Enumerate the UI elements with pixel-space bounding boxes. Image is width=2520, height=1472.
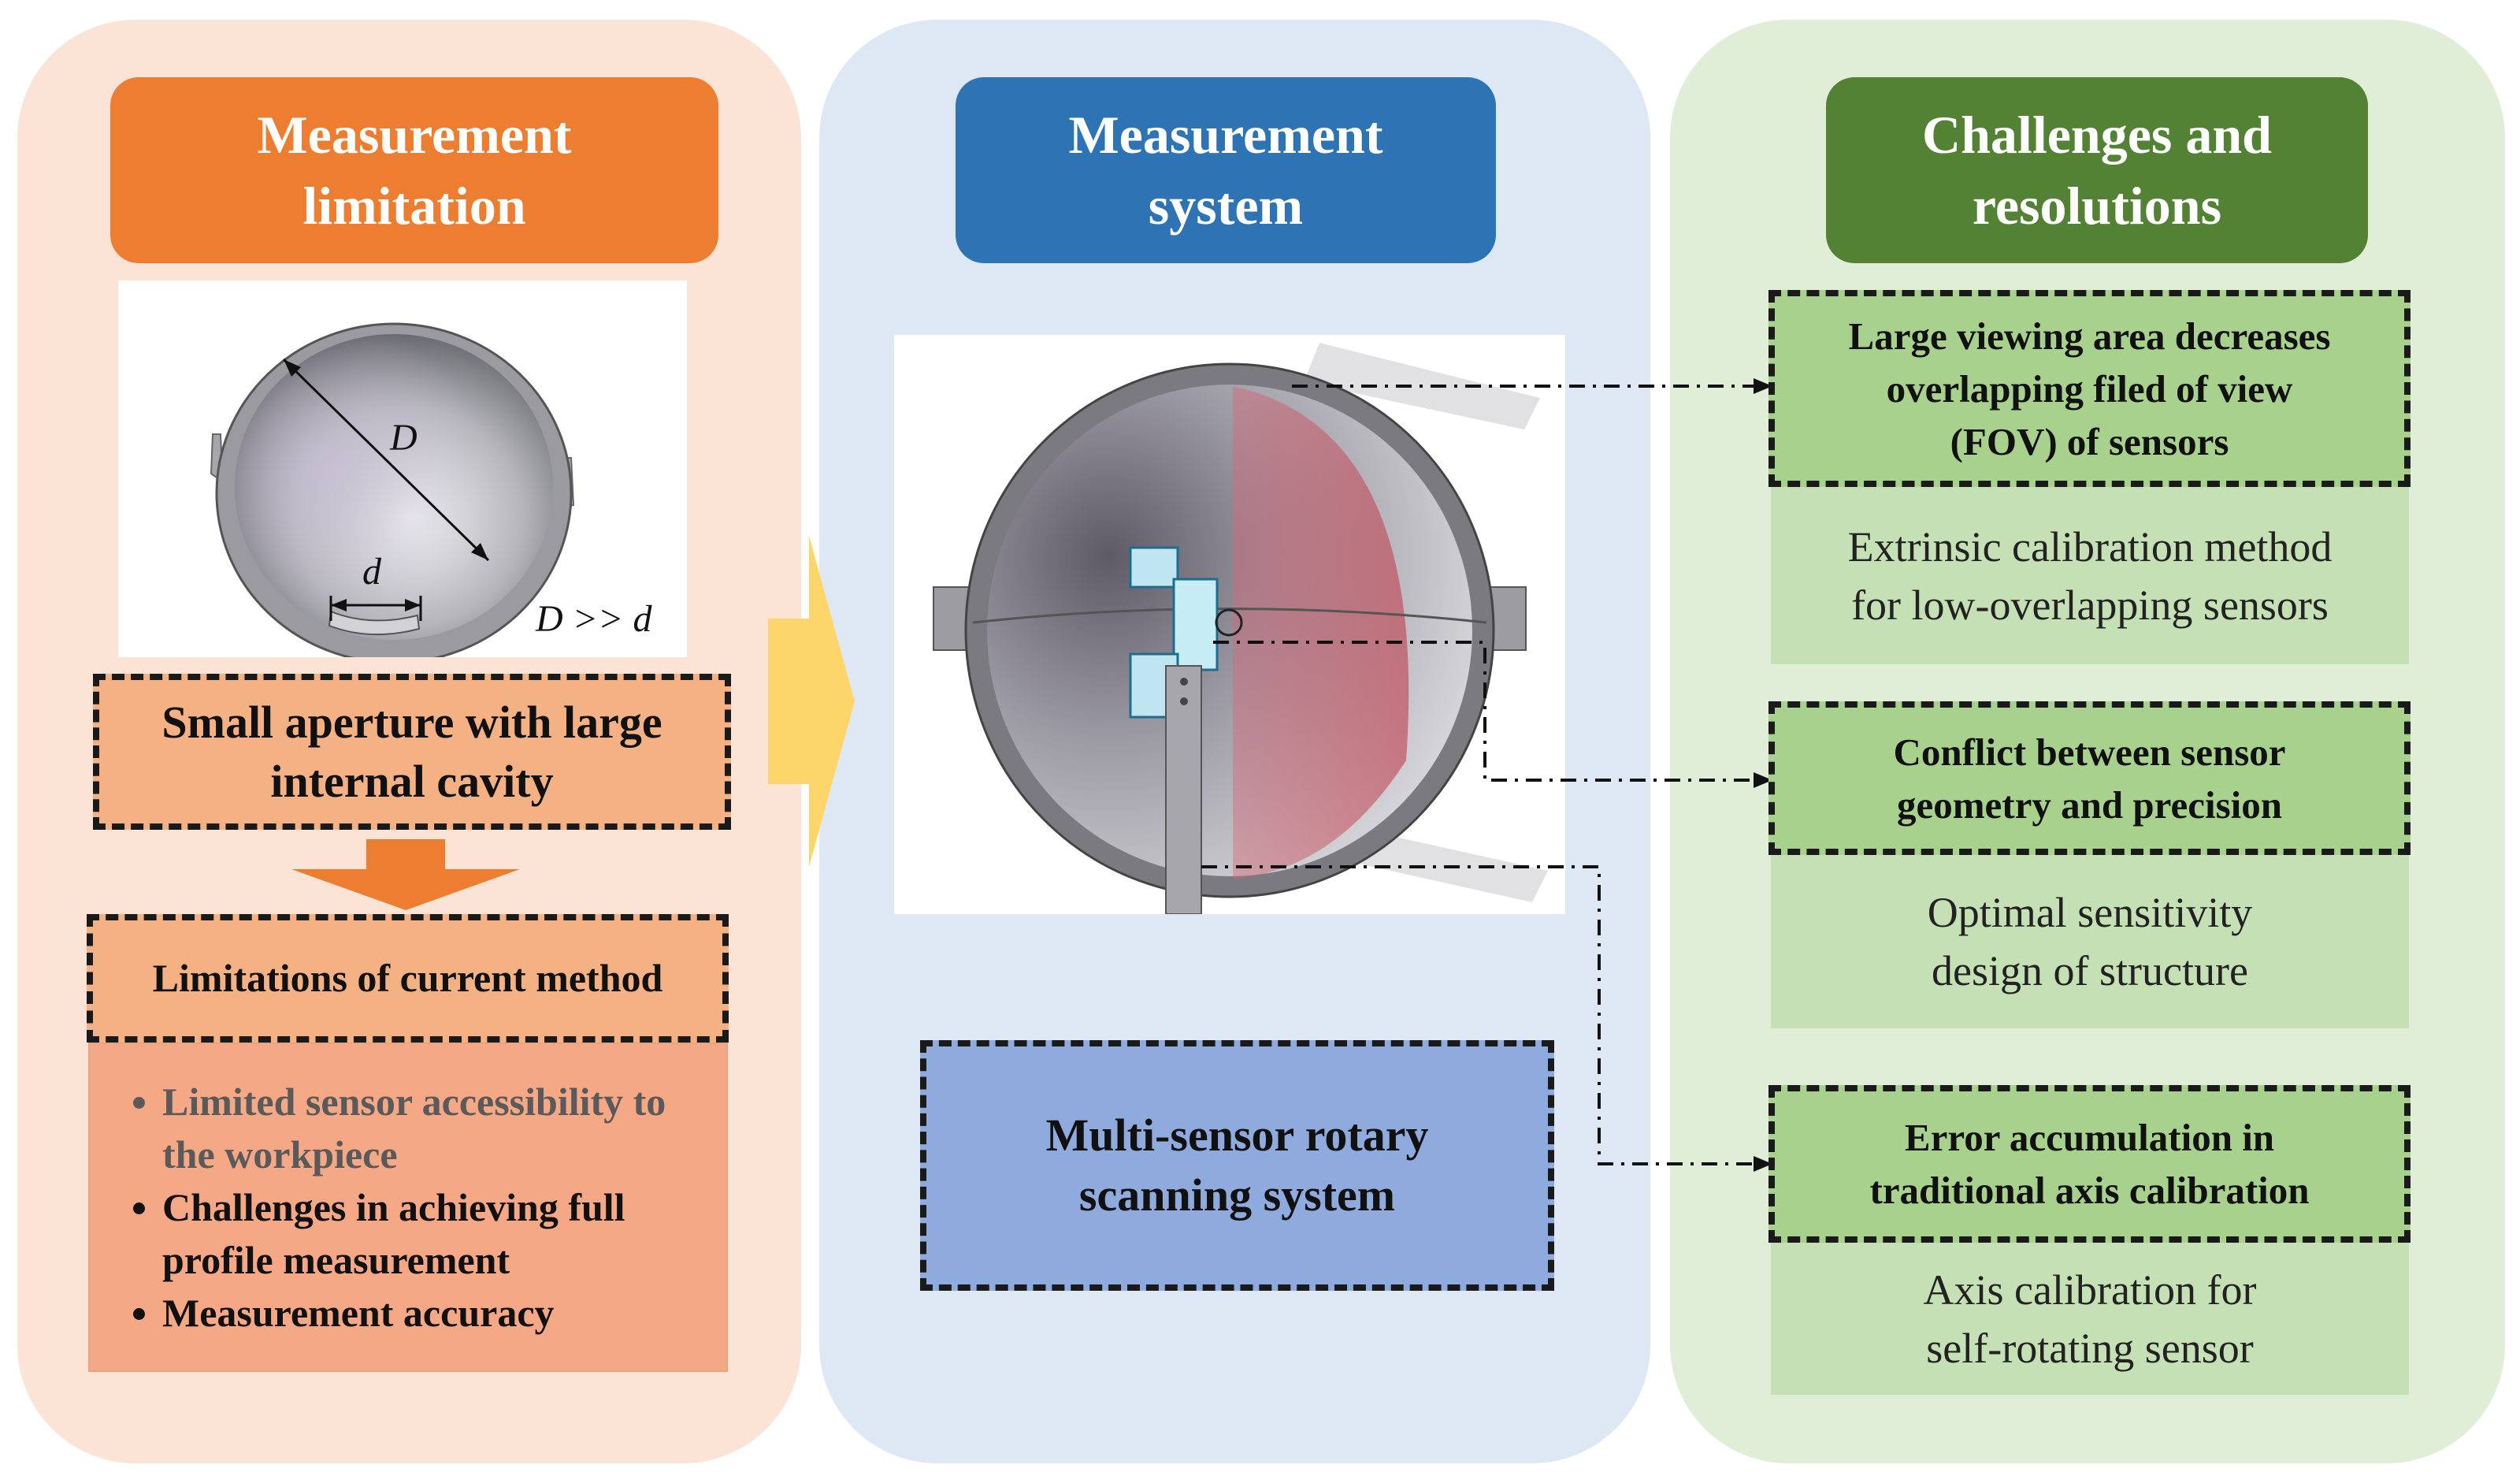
hemisphere-illustration: D d D >> d [118,281,687,664]
right-header: Challenges and resolutions [1826,77,2368,263]
challenge-axis-calibration: Error accumulation in traditional axis c… [1768,1085,2411,1243]
connector-3 [1201,865,1757,1165]
problem-box: Small aperture with large internal cavit… [93,674,731,830]
sensor-sphere-illustration [894,335,1565,915]
bullet-full-profile: Challenges in achieving full profile mea… [162,1181,695,1287]
limitations-list: Limited sensor accessibility to the work… [88,1043,728,1372]
label-D: D [389,417,418,459]
diameter-D-line [282,358,490,562]
label-d: d [362,551,382,593]
middle-header: Measurement system [956,77,1496,263]
bullet-accessibility: Limited sensor accessibility to the work… [162,1076,695,1181]
system-label-box: Multi-sensor rotary scanning system [920,1040,1554,1291]
resolution-sensitivity-design: Optimal sensitivity design of structure [1771,855,2409,1028]
connector-2 [1213,641,1757,782]
label-ratio: D >> d [535,598,652,640]
challenge-fov: Large viewing area decreases overlapping… [1768,290,2411,487]
sensor-upper [1129,546,1179,589]
bullet-accuracy: Measurement accuracy [162,1287,695,1340]
limitations-title: Limitations of current method [87,914,729,1043]
rotary-shaft [1165,665,1202,915]
challenge-geometry-precision: Conflict between sensor geometry and pre… [1768,701,2411,855]
transition-arrow [768,536,855,867]
aperture [328,610,421,636]
left-header: Measurement limitation [110,77,718,263]
resolution-extrinsic-calibration: Extrinsic calibration method for low-ove… [1771,487,2409,664]
laser-plane [1233,386,1409,879]
resolution-axis-calibration: Axis calibration for self-rotating senso… [1771,1243,2409,1395]
down-arrow [291,839,520,910]
